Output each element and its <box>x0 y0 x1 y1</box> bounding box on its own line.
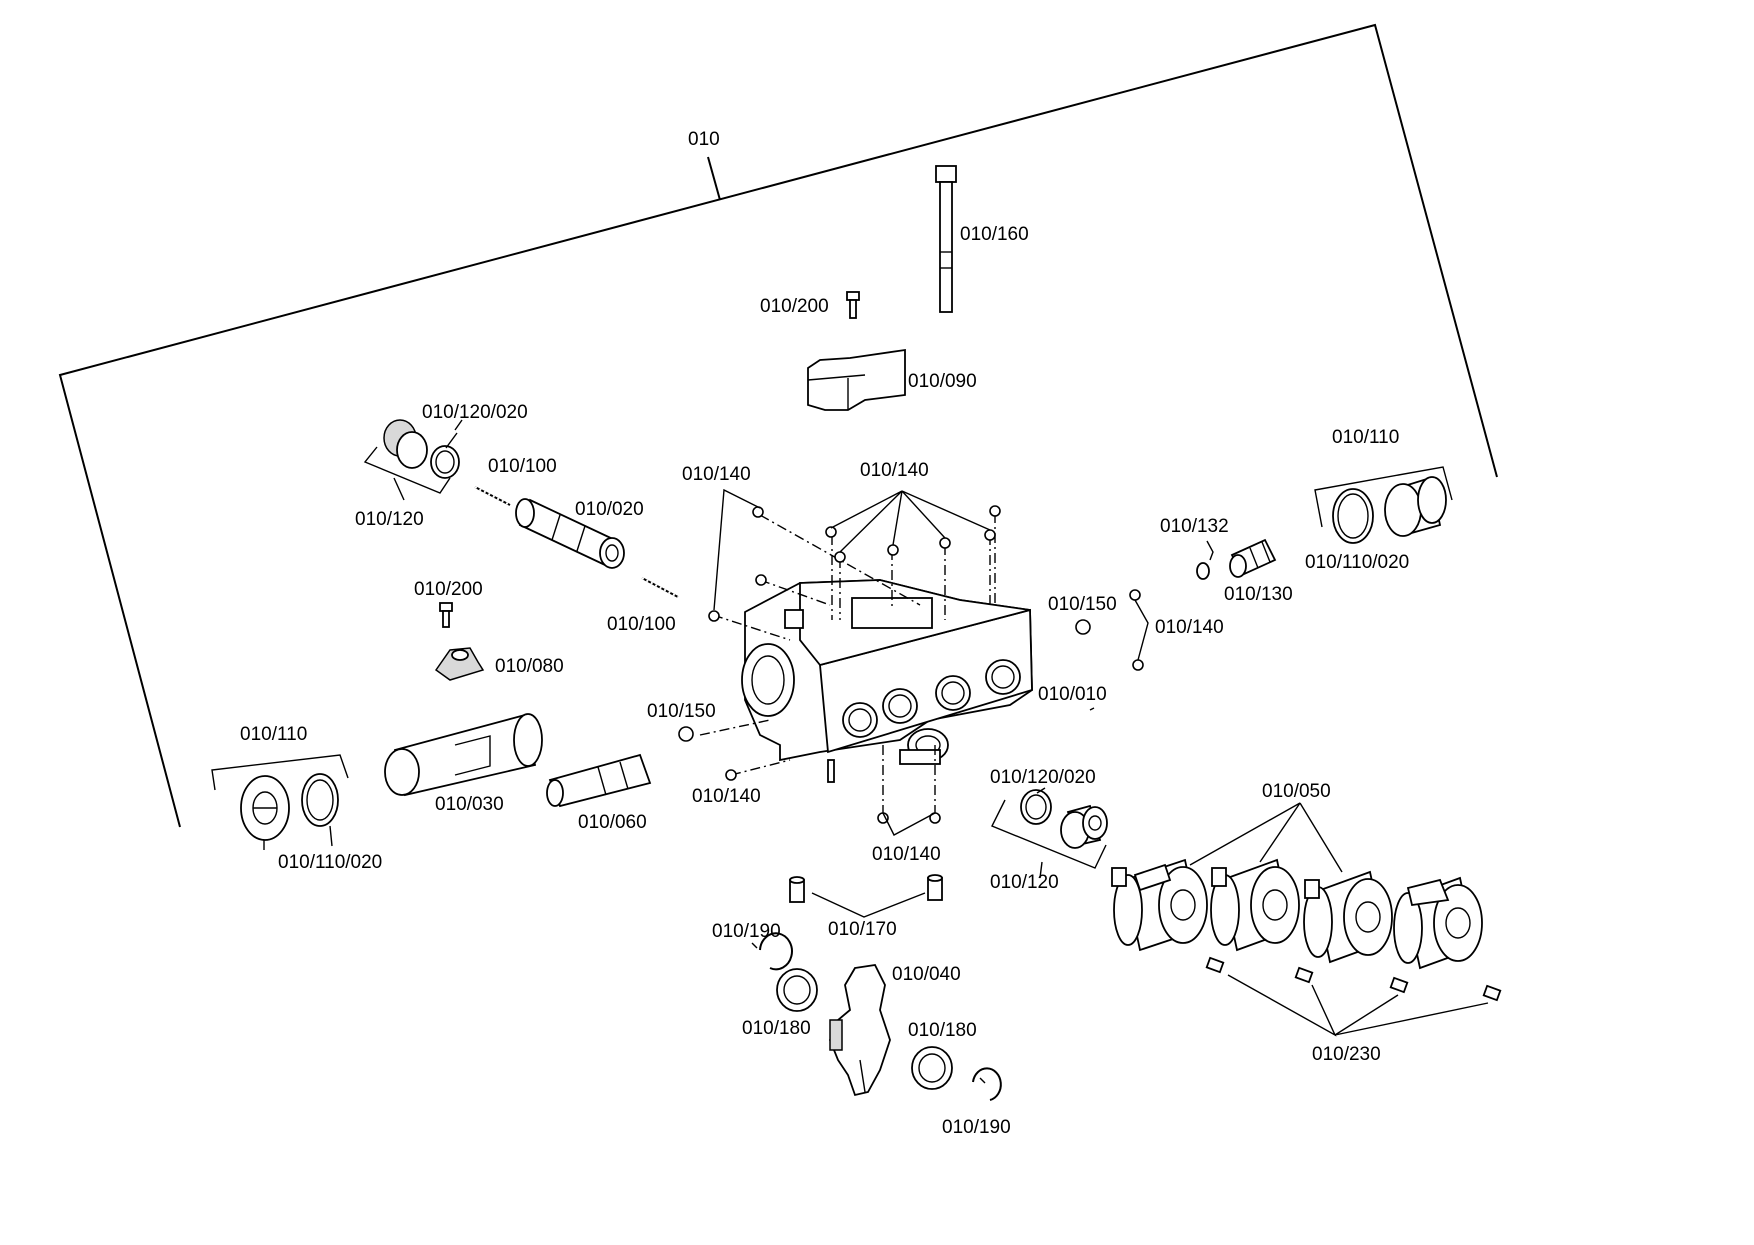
label-010-130: 010/130 <box>1224 584 1293 605</box>
small-screw-left <box>439 602 453 628</box>
plug-group-middle <box>991 787 1108 879</box>
label-010-140-top-left: 010/140 <box>682 464 751 485</box>
label-010-100-upper: 010/100 <box>488 456 557 477</box>
label-010-180-right: 010/180 <box>908 1020 977 1041</box>
spring-upper <box>474 486 511 506</box>
solenoid-valves <box>1111 802 1483 970</box>
circlip-right <box>972 1067 1002 1101</box>
lever <box>829 964 891 1097</box>
label-010-030: 010/030 <box>435 794 504 815</box>
part-labels: 010 010/160 010/200 010/090 010/120/020 … <box>240 129 1409 1138</box>
label-010-140-bottom-left: 010/140 <box>692 786 761 807</box>
valve-housing <box>741 579 1033 783</box>
threaded-plug <box>546 753 652 808</box>
label-010-150-left: 010/150 <box>647 701 716 722</box>
long-bolt <box>935 165 957 313</box>
solenoid-3 <box>1303 870 1393 964</box>
label-010-120-020-mid: 010/120/020 <box>990 767 1096 788</box>
cap-left <box>211 754 349 850</box>
solenoid-1 <box>1111 858 1208 952</box>
clamp <box>434 647 485 681</box>
pins <box>789 874 943 918</box>
label-010-110-020-left: 010/110/020 <box>278 852 382 873</box>
cover <box>807 348 906 411</box>
label-010-190-left: 010/190 <box>712 921 781 942</box>
label-010-170: 010/170 <box>828 919 897 940</box>
spring-lower <box>641 577 679 598</box>
label-010-180-left: 010/180 <box>742 1018 811 1039</box>
label-010-200-top: 010/200 <box>760 296 829 317</box>
label-010-140-right: 010/140 <box>1155 617 1224 638</box>
piston-lower <box>384 713 543 797</box>
label-010-140-top-right: 010/140 <box>860 460 929 481</box>
small-screw-top <box>846 291 860 319</box>
label-010-110-left: 010/110 <box>240 724 307 745</box>
label-010-040: 010/040 <box>892 964 961 985</box>
ring-right <box>911 1046 953 1090</box>
label-010-100-lower: 010/100 <box>607 614 676 635</box>
label-010-150-right: 010/150 <box>1048 594 1117 615</box>
label-010-110-right: 010/110 <box>1332 427 1399 448</box>
leader-lines <box>454 419 1214 836</box>
label-010-050: 010/050 <box>1262 781 1331 802</box>
cap-right <box>1314 466 1453 544</box>
label-010-230: 010/230 <box>1312 1044 1381 1065</box>
label-010-190-right: 010/190 <box>942 1117 1011 1138</box>
label-010-140-bottom: 010/140 <box>872 844 941 865</box>
label-010-020: 010/020 <box>575 499 644 520</box>
label-010-160: 010/160 <box>960 224 1029 245</box>
label-010-110-020-right: 010/110/020 <box>1305 552 1409 573</box>
label-010: 010 <box>688 129 720 150</box>
solenoid-4 <box>1393 876 1483 970</box>
piston-upper <box>515 498 625 569</box>
fitting <box>1229 538 1277 578</box>
label-010-200-left: 010/200 <box>414 579 483 600</box>
label-010-132: 010/132 <box>1160 516 1229 537</box>
circlip-left <box>751 932 793 971</box>
ring-left <box>776 968 818 1012</box>
label-010-010: 010/010 <box>1038 684 1107 705</box>
plug-group-upper-left <box>363 419 460 501</box>
screws <box>1205 956 1502 1037</box>
label-010-120-020-left: 010/120/020 <box>422 402 528 423</box>
seal-small <box>1196 562 1210 580</box>
label-010-060: 010/060 <box>578 812 647 833</box>
assembly-lines <box>699 513 996 818</box>
label-010-120-mid: 010/120 <box>990 872 1059 893</box>
solenoid-2 <box>1210 858 1300 952</box>
label-010-080: 010/080 <box>495 656 564 677</box>
label-010-090: 010/090 <box>908 371 977 392</box>
assembly-bracket <box>58 23 1498 828</box>
label-010-120-left: 010/120 <box>355 509 424 530</box>
